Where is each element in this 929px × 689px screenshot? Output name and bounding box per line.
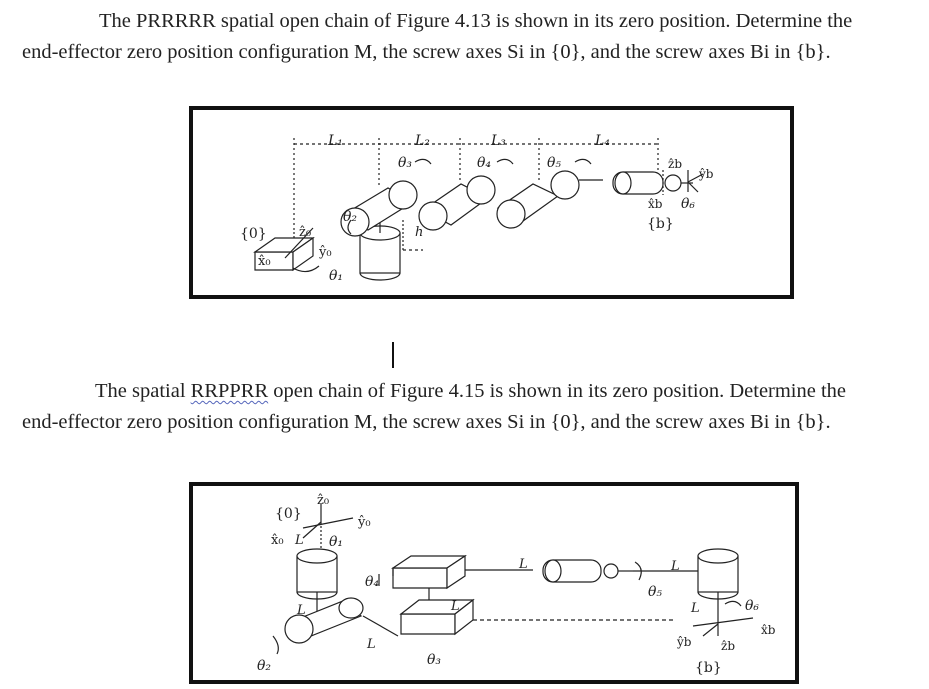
fig1-h-label: h [415, 225, 423, 240]
problem-2-line-2: end-effector zero position configuration… [22, 411, 831, 433]
text-cursor [392, 342, 394, 368]
fig2-L-label-7: L [690, 601, 700, 616]
fig1-z0-label: ẑ₀ [299, 225, 311, 240]
fig2-L-label-3: L [366, 637, 376, 652]
fig2-theta1-label: θ₁ [329, 534, 343, 550]
fig2-theta6-label: θ₆ [745, 598, 759, 614]
fig1-theta4-label: θ₄ [477, 155, 491, 171]
fig2-L-label-1: L [294, 533, 304, 548]
fig2-frame0-label: {0} [275, 506, 302, 522]
fig1-y0-label: ŷ₀ [318, 245, 332, 260]
fig2-L-label-6: L [670, 559, 680, 574]
fig1-frameb-label: {b} [647, 216, 674, 232]
fig2-theta5-label: θ₅ [648, 584, 662, 600]
fig2-theta2-label: θ₂ [257, 658, 271, 674]
fig2-y0-label: ŷ₀ [357, 515, 371, 530]
problem-1-line-1: The PRRRRR spatial open chain of Figure … [99, 10, 853, 32]
fig2-yb-label: ŷb [676, 635, 692, 649]
fig1-theta2-label: θ₂ [343, 209, 357, 225]
fig2-zb-label: ẑb [721, 639, 735, 653]
figure-4-15: {0} ẑ₀ ŷ₀ x̂₀ L θ₁ L θ₂ L θ₃ θ₄ L L L θ₅… [189, 482, 799, 684]
fig2-L-label-4: L [450, 599, 460, 614]
fig2-x0-label: x̂₀ [271, 533, 284, 548]
fig1-L4-label: L₄ [594, 133, 610, 149]
fig1-yb-label: ŷb [698, 167, 714, 181]
problem-2-line-1-post: open chain of Figure 4.15 is shown in it… [268, 380, 847, 402]
fig1-L2-label: L₂ [414, 133, 430, 149]
fig1-L1-label: L₁ [327, 133, 343, 149]
fig2-theta4-label: θ₄ [365, 574, 379, 590]
spellcheck-flagged-word[interactable]: RRPPRR [190, 380, 269, 402]
fig1-theta1-label: θ₁ [329, 268, 343, 284]
problem-2-text: The spatial RRPPRR open chain of Figure … [0, 376, 929, 438]
fig1-zb-label: ẑb [668, 157, 682, 171]
fig1-theta3-label: θ₃ [398, 155, 412, 171]
fig2-theta3-label: θ₃ [427, 652, 441, 668]
fig2-L-label-5: L [518, 557, 528, 572]
fig2-xb-label: x̂b [761, 623, 776, 637]
fig2-L-label-2: L [296, 603, 306, 618]
fig1-x0-label: x̂₀ [258, 254, 271, 269]
fig1-xb-label: x̂b [648, 197, 663, 211]
problem-1-text: The PRRRRR spatial open chain of Figure … [0, 6, 929, 68]
fig2-z0-label: ẑ₀ [317, 493, 329, 508]
problem-2-line-1-pre: The spatial [95, 380, 191, 402]
problem-2-line-1: The spatial RRPPRR open chain of Figure … [0, 376, 929, 407]
problem-1-line-2: end-effector zero position configuration… [22, 41, 831, 63]
fig1-frame0-label: {0} [240, 226, 267, 242]
figure-4-13-drawing: {0} ẑ₀ x̂₀ ŷ₀ θ₁ θ₂ θ₃ θ₄ θ₅ θ₆ L₁ L₂ L₃… [240, 133, 714, 284]
fig1-L3-label: L₃ [490, 133, 506, 149]
fig1-theta5-label: θ₅ [547, 155, 561, 171]
figure-4-15-drawing: {0} ẑ₀ ŷ₀ x̂₀ L θ₁ L θ₂ L θ₃ θ₄ L L L θ₅… [257, 493, 776, 676]
fig2-frameb-label: {b} [695, 660, 722, 676]
figure-4-13: {0} ẑ₀ x̂₀ ŷ₀ θ₁ θ₂ θ₃ θ₄ θ₅ θ₆ L₁ L₂ L₃… [189, 106, 794, 299]
fig1-theta6-label: θ₆ [681, 196, 695, 212]
